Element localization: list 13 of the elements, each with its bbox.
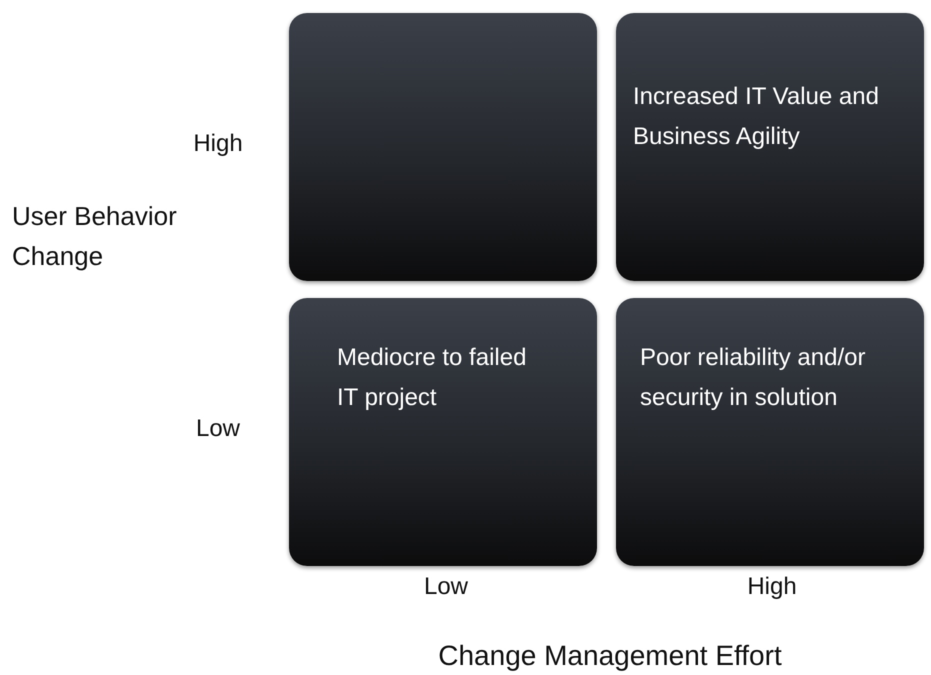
- quadrant-box: [616, 298, 924, 566]
- empty-quadrant-box: [289, 13, 597, 281]
- quadrant-text: Poor reliability and/or security in solution: [640, 343, 866, 413]
- axis-tick-label: High: [192, 130, 244, 158]
- axis-tick-label: High: [746, 573, 798, 601]
- axis-title: User Behavior Change: [12, 200, 178, 273]
- axis-tick-label: Low: [194, 415, 242, 443]
- quadrant-box: [289, 298, 597, 566]
- quadrant-box: [616, 13, 924, 281]
- quadrant-text: Increased IT Value and Business Agility: [633, 82, 880, 152]
- quadrant-text: Mediocre to failed IT project: [337, 343, 528, 413]
- axis-tick-label: Low: [422, 573, 470, 601]
- axis-title: Change Management Effort: [437, 640, 783, 672]
